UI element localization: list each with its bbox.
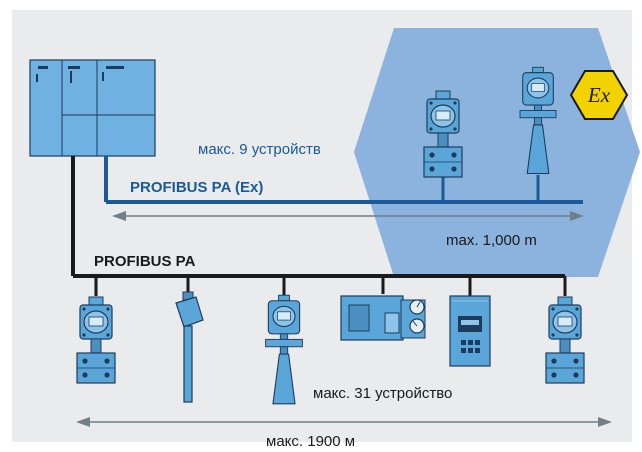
profibus-pa-bus bbox=[71, 156, 567, 296]
hazardous-area-zone bbox=[354, 28, 640, 277]
level-probe-icon bbox=[175, 291, 204, 403]
pa-device-count-label: макс. 31 устройство bbox=[313, 385, 453, 402]
ex-length-dimension-line bbox=[112, 211, 584, 221]
explosion-hazard-icon: Ex bbox=[569, 70, 629, 120]
explosion-hazard-label: Ex bbox=[587, 83, 611, 107]
plc-controller-icon bbox=[29, 59, 156, 157]
profibus-pa-label: PROFIBUS PA bbox=[94, 253, 196, 270]
valve-positioner-icon bbox=[340, 295, 426, 341]
profibus-pa-ex-label: PROFIBUS PA (Ex) bbox=[130, 179, 264, 196]
pa-length-dimension-line bbox=[76, 417, 612, 427]
pa-length-label: макс. 1900 м bbox=[266, 433, 356, 450]
ex-length-label: max. 1,000 m bbox=[446, 232, 537, 249]
display-controller-icon bbox=[449, 295, 491, 367]
ex-device-count-label: макс. 9 устройств bbox=[198, 141, 321, 158]
